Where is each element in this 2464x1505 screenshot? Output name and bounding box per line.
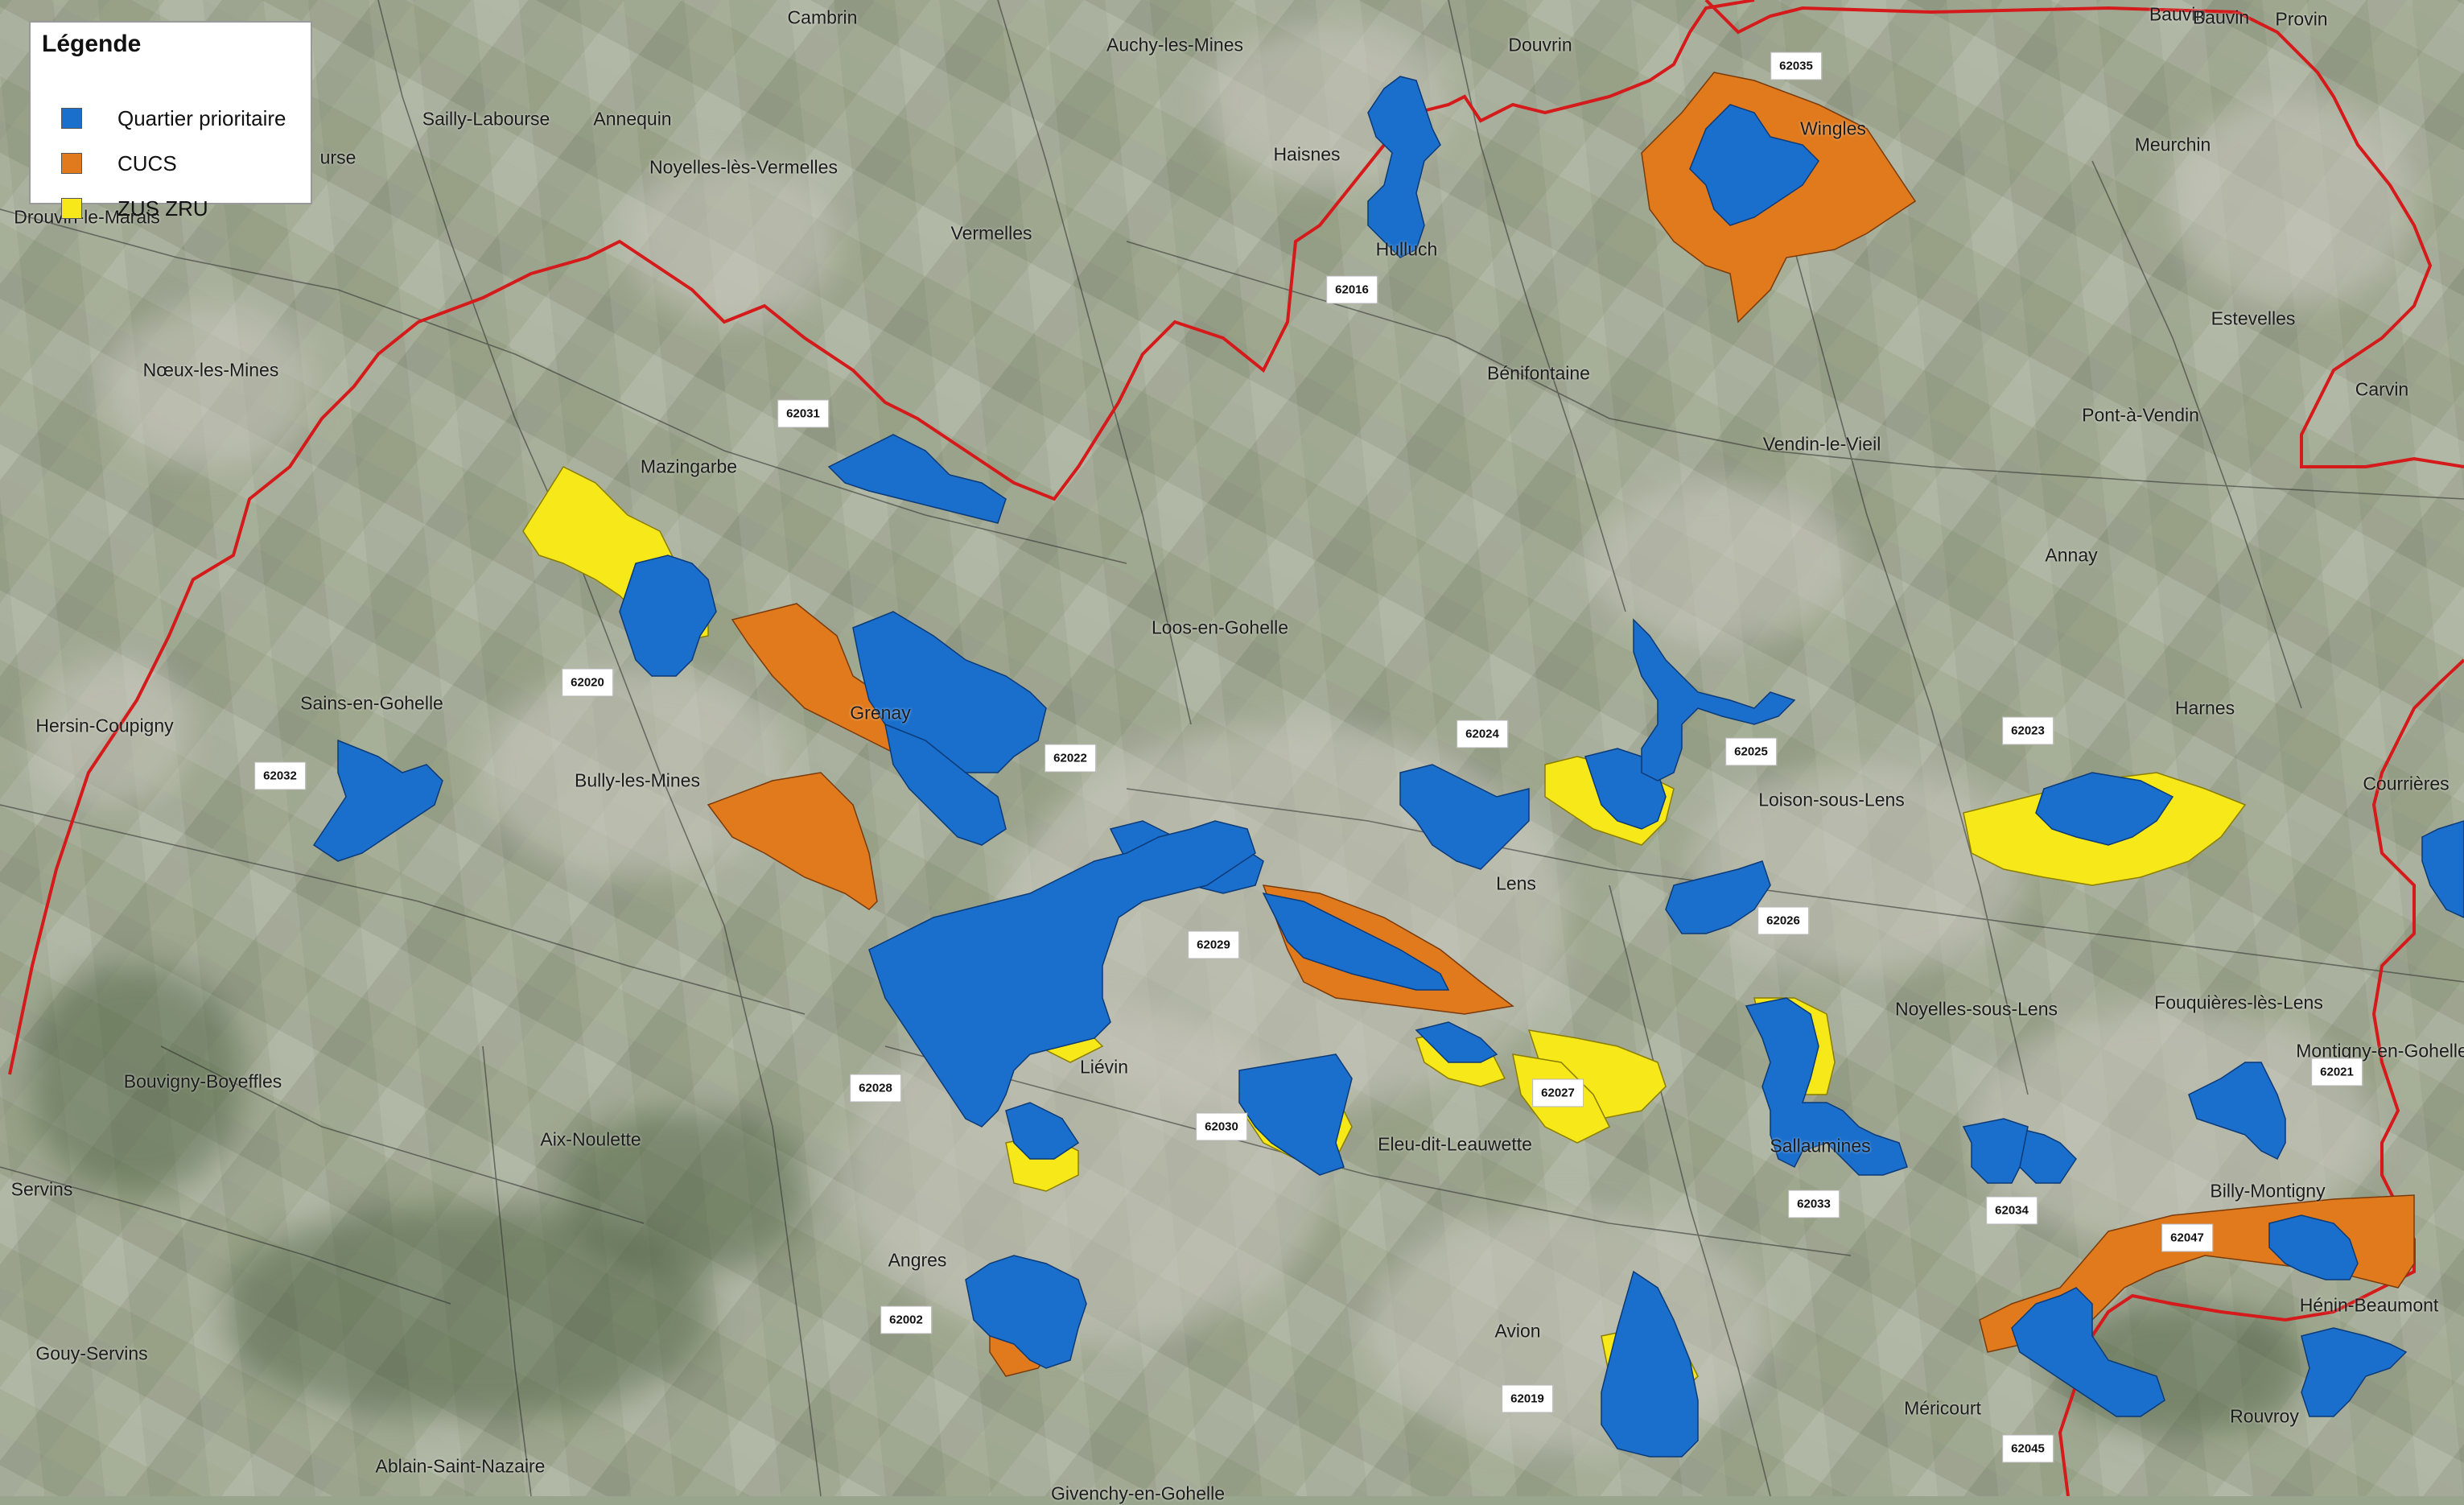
zone-code-label: 62033 (1788, 1190, 1840, 1218)
zone-code-label: 62029 (1188, 930, 1239, 959)
place-label: Meurchin (2134, 134, 2211, 155)
zone-code-label: 62027 (1532, 1078, 1584, 1107)
zone-code-label: 62021 (2311, 1058, 2363, 1086)
legend-label: CUCS (117, 151, 177, 175)
place-label: Fouquières-lès-Lens (2154, 992, 2323, 1013)
place-label: Provin (2275, 8, 2328, 30)
zone-code-label: 62022 (1045, 744, 1096, 773)
place-label: Cambrin (787, 6, 858, 28)
place-label: Avion (1494, 1320, 1541, 1342)
place-label: Wingles (1800, 118, 1866, 139)
zone-code-label: 62026 (1757, 906, 1809, 935)
zone-code-label: 62025 (1725, 737, 1777, 766)
place-label: Haisnes (1273, 143, 1341, 165)
place-label: Harnes (2174, 697, 2235, 719)
zone-code-label: 62031 (777, 399, 829, 428)
legend-label: Quartier prioritaire (117, 106, 286, 130)
place-label: Mazingarbe (640, 456, 738, 477)
place-label: Noyelles-sous-Lens (1895, 998, 2058, 1020)
place-label: Sains-en-Gohelle (300, 692, 443, 714)
zone-code-label: 62020 (562, 668, 613, 697)
legend-title: Légende (42, 31, 142, 57)
place-label: Montigny-en-Gohelle (2296, 1040, 2464, 1062)
place-label: Drouvin-le-Marais (14, 206, 160, 228)
place-label: Auchy-les-Mines (1106, 34, 1243, 56)
district-boundary (8, 0, 2464, 1496)
zone-code-label: 62023 (2002, 716, 2054, 745)
zone-code-label: 62047 (2161, 1223, 2213, 1252)
place-label: Rouvroy (2230, 1405, 2299, 1427)
place-label: Hulluch (1375, 238, 1438, 260)
place-label: Lens (1496, 872, 1536, 894)
zone-code-label: 62024 (1457, 720, 1508, 748)
legend-swatch (61, 153, 82, 174)
zone-code-label: 62032 (254, 761, 306, 790)
place-label: Bauvin (2149, 3, 2206, 25)
place-label: Aix-Noulette (540, 1128, 641, 1150)
place-label: Noyelles-lès-Vermelles (649, 156, 838, 178)
place-label: Angres (888, 1249, 947, 1271)
zone-code-label: 62028 (850, 1074, 901, 1103)
place-label: Vendin-le-Vieil (1762, 433, 1881, 455)
zone-code-label: 62030 (1196, 1112, 1247, 1141)
place-label: Bouvigny-Boyeffles (123, 1070, 282, 1092)
place-label: urse (319, 146, 356, 168)
zone-code-label: 62045 (2002, 1434, 2054, 1463)
place-label: Loison-sous-Lens (1758, 789, 1905, 810)
zone-code-label: 62034 (1986, 1196, 2038, 1225)
place-label: Billy-Montigny (2210, 1180, 2326, 1202)
place-label: Bauvin (2192, 6, 2250, 28)
place-label: Sallaumines (1770, 1135, 1871, 1157)
legend-swatch (61, 198, 82, 219)
zone-code-label: 62019 (1502, 1384, 1553, 1413)
place-label: Sailly-Labourse (422, 108, 550, 130)
place-label: Pont-à-Vendin (2082, 404, 2199, 426)
place-label: Douvrin (1508, 34, 1572, 56)
place-label: Loos-en-Gohelle (1151, 616, 1289, 638)
place-label: Estevelles (2211, 307, 2296, 329)
place-label: Givenchy-en-Gohelle (1050, 1482, 1226, 1504)
place-label: Annay (2045, 544, 2098, 566)
place-label: Eleu-dit-Leauwette (1378, 1133, 1532, 1155)
zone-code-label: 62016 (1326, 275, 1378, 304)
place-label: Bénifontaine (1487, 362, 1590, 384)
quartier-prioritaire-zones (312, 76, 2464, 1458)
place-label: Méricourt (1904, 1397, 1981, 1419)
place-label: Grenay (850, 702, 911, 724)
place-label: Servins (10, 1178, 73, 1200)
place-label: Hénin-Beaumont (2299, 1294, 2439, 1316)
place-label: Bully-les-Mines (575, 769, 700, 791)
place-label: Carvin (2355, 378, 2409, 400)
map-legend: Légende Quartier prioritaire CUCS ZUS ZR… (29, 21, 312, 221)
place-label: Liévin (1079, 1056, 1129, 1078)
place-label: Nœux-les-Mines (142, 359, 279, 381)
zone-code-label: 62035 (1770, 52, 1822, 80)
legend-swatch (61, 108, 82, 129)
place-label: Vermelles (950, 222, 1032, 244)
zone-code-label: 62002 (880, 1305, 932, 1334)
legend-label: ZUS ZRU (117, 196, 208, 221)
place-label: Hersin-Coupigny (35, 715, 174, 736)
place-label: Gouy-Servins (35, 1342, 148, 1364)
place-label: Annequin (593, 108, 672, 130)
place-label: Ablain-Saint-Nazaire (375, 1455, 546, 1477)
place-label: Courrières (2363, 773, 2450, 794)
